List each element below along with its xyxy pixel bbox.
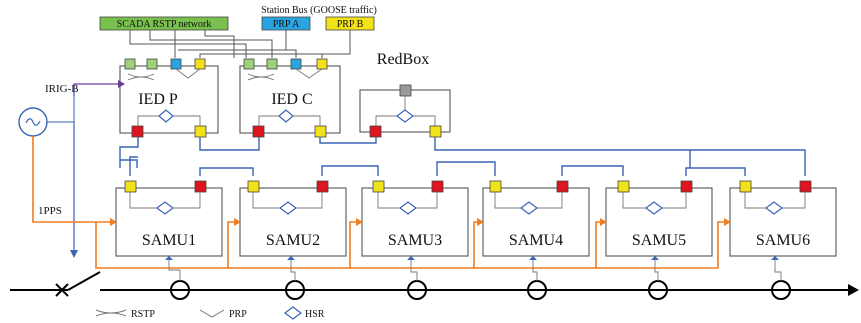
ied-p-rstp-port-2 — [146, 58, 158, 70]
samu-4-ct-arrow — [529, 256, 537, 260]
ied-c-hsr-port — [252, 125, 265, 138]
station-bus-label: Station Bus (GOOSE traffic) — [261, 5, 377, 16]
samu-5-port-b — [680, 180, 693, 193]
samu-6-hsr-icon — [765, 201, 783, 215]
legend-prp-label: PRP — [229, 309, 247, 320]
samu-4-port-a — [489, 180, 502, 193]
scada-network-label: SCADA RSTP network — [117, 19, 212, 30]
busbar — [10, 271, 859, 297]
scada-network-bar — [99, 16, 229, 31]
ied-p-box — [119, 65, 219, 134]
prp-b-label: PRP B — [337, 19, 364, 30]
samu-5-ct-arrow — [651, 256, 659, 260]
samu-3-port-b — [431, 180, 444, 193]
ied-c-prp-a-port — [290, 58, 302, 70]
samu-6-port-a — [739, 180, 752, 193]
samu-2-hsr-icon — [279, 201, 297, 215]
samu-2: SAMU2 — [239, 180, 347, 260]
samu-6-ct-arrow — [771, 256, 779, 260]
clock-down-arrow-icon — [70, 250, 78, 258]
samu-3-hsr-icon — [399, 201, 417, 215]
samu-2-port-a — [247, 180, 260, 193]
legend-prp-icon — [199, 309, 225, 318]
redbox-label: RedBox — [377, 51, 429, 68]
ied-c-hsr-icon — [278, 109, 294, 123]
legend-rstp-label: RSTP — [131, 309, 155, 320]
samu-1: SAMU1 — [115, 180, 223, 260]
busbar-arrow-icon — [848, 284, 859, 296]
pps-arrows — [110, 218, 731, 226]
network-wires — [129, 30, 351, 58]
samu-5-label: SAMU5 — [632, 232, 686, 249]
samu-3-label: SAMU3 — [388, 232, 442, 249]
samu-2-label: SAMU2 — [266, 232, 320, 249]
samu-1-label: SAMU1 — [142, 232, 196, 249]
samu-1-hsr-icon — [156, 201, 174, 215]
samu-6-port-b — [799, 180, 812, 193]
ied-c-yellow-port — [314, 125, 327, 138]
legend-hsr-icon — [284, 306, 302, 320]
irig-b-arrow-icon — [118, 80, 125, 88]
ied-c-label: IED C — [271, 91, 312, 108]
irig-b-line — [73, 83, 118, 96]
samu-4-label: SAMU4 — [509, 232, 563, 249]
legend-hsr-label: HSR — [305, 309, 325, 320]
samu-4: SAMU4 — [482, 180, 590, 260]
samu-5-port-a — [617, 180, 630, 193]
ct-wires — [168, 260, 782, 281]
ied-p-prp-b-port — [194, 58, 206, 70]
samu-1-port-a — [124, 180, 137, 193]
pps-label: 1PPS — [38, 205, 62, 217]
ied-p-hsr-port — [131, 125, 144, 138]
ied-p-prp-a-port — [170, 58, 182, 70]
redbox-hsr-icon — [396, 109, 414, 123]
irig-b-label: IRIG-B — [45, 83, 79, 95]
hsr-ring-wires — [119, 137, 806, 176]
prp-a-label: PRP A — [273, 19, 300, 30]
samu-5-hsr-icon — [645, 201, 663, 215]
ied-p-internal-links — [127, 68, 201, 81]
ied-p-rstp-port-1 — [124, 58, 136, 70]
breaker-cross-icon — [55, 283, 69, 297]
samu-1-port-b — [194, 180, 207, 193]
ied-c-rstp-port-2 — [266, 58, 278, 70]
pps-wiring — [32, 136, 724, 269]
samu-6: SAMU6 — [729, 180, 837, 260]
redbox-interlink-port — [399, 84, 412, 97]
redbox-hsr-port-1 — [369, 125, 382, 138]
ied-c-rstp-port-1 — [243, 58, 255, 70]
redbox-hsr-port-2 — [429, 125, 442, 138]
ied-c-box — [239, 65, 341, 134]
legend: RSTP PRP HSR — [95, 306, 325, 320]
ied-c-internal-links — [247, 68, 323, 81]
samu-1-ct-arrow — [165, 256, 173, 260]
samu-3-ct-arrow — [407, 256, 415, 260]
samu-6-label: SAMU6 — [756, 232, 810, 249]
ied-p-yellow-port — [194, 125, 207, 138]
ied-p-label: IED P — [138, 91, 178, 108]
samu-2-port-b — [316, 180, 329, 193]
samu-4-hsr-icon — [520, 201, 538, 215]
samu-3: SAMU3 — [361, 180, 469, 260]
legend-rstp-icon — [95, 309, 127, 317]
ied-p-hsr-icon — [158, 109, 174, 123]
samu-2-ct-arrow — [287, 256, 295, 260]
samu-5: SAMU5 — [605, 180, 713, 260]
samu-4-port-b — [556, 180, 569, 193]
samu-3-port-a — [372, 180, 385, 193]
ied-c-prp-b-port — [316, 58, 328, 70]
